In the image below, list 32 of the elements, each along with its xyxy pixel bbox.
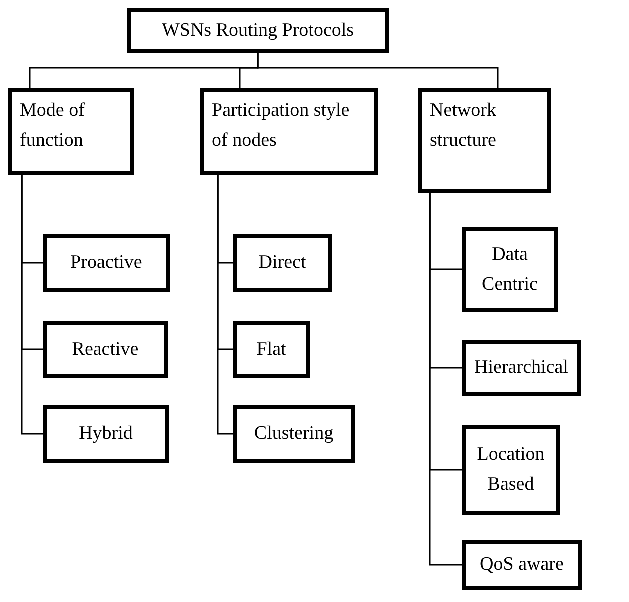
category-box (462, 227, 558, 312)
box-label: Clustering (254, 422, 334, 446)
box-label: Reactive (72, 338, 139, 362)
box-label: Proactive (70, 251, 142, 275)
box-label: Location Based (476, 443, 546, 497)
category-box (233, 321, 310, 378)
box-label: Network structure (430, 99, 498, 153)
box-label: WSNs Routing Protocols (162, 18, 354, 42)
box-label: Flat (256, 338, 286, 362)
connector-line (429, 193, 462, 566)
category-box (233, 234, 332, 292)
connector-line (257, 53, 499, 88)
root-box (127, 8, 389, 53)
box-label: Participation style of nodes (212, 99, 351, 153)
category-box (43, 321, 168, 378)
category-box (43, 234, 170, 292)
box-label: Mode of function (20, 99, 86, 153)
box-label: Hybrid (79, 422, 133, 446)
connector-line (21, 175, 43, 435)
box-label: Direct (258, 251, 306, 275)
connector-line (217, 175, 233, 435)
box-label: Hierarchical (474, 356, 568, 380)
category-box (418, 88, 551, 193)
category-box (462, 340, 581, 396)
category-box (462, 425, 560, 515)
category-box (233, 405, 355, 463)
category-box (200, 88, 378, 175)
category-box (462, 540, 582, 590)
box-label: QoS aware (480, 553, 564, 577)
category-box (8, 88, 134, 175)
box-label: Data Centric (481, 242, 539, 296)
category-box (43, 405, 169, 463)
